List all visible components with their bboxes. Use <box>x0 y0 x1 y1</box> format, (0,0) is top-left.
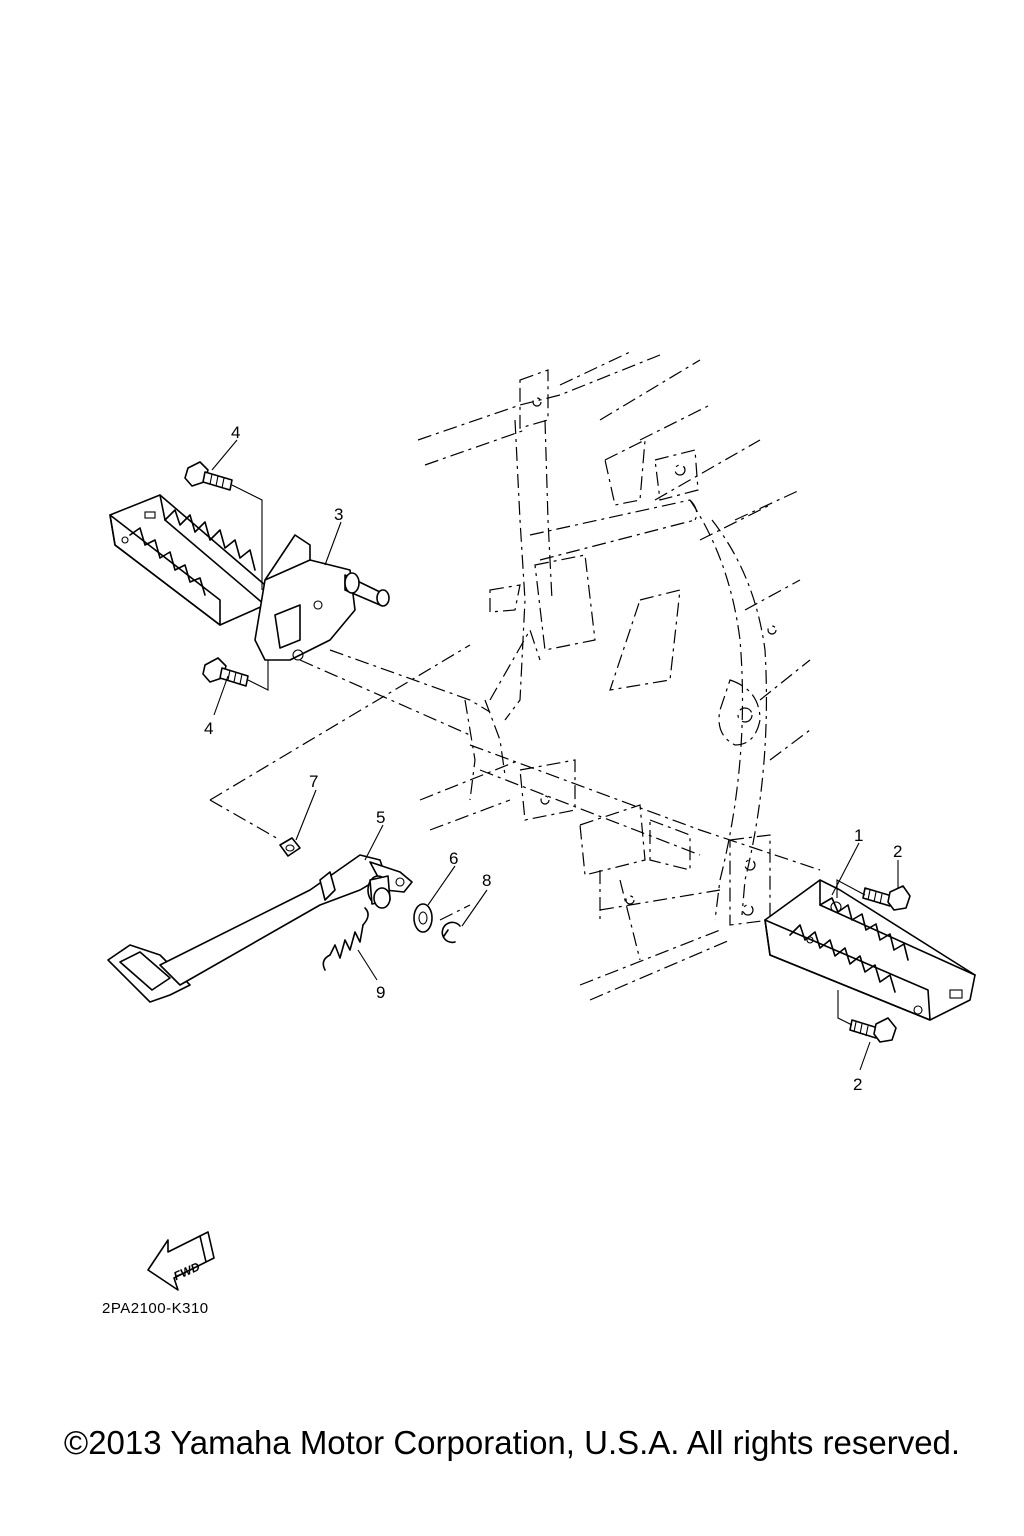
copyright-notice: ©2013 Yamaha Motor Corporation, U.S.A. A… <box>63 1424 961 1461</box>
fwd-arrow-icon: FWD <box>147 1231 215 1291</box>
callout-4-lower: 4 <box>204 719 213 738</box>
callout-2-lower: 2 <box>853 1075 862 1094</box>
circlip-drawing <box>441 921 461 944</box>
callout-3: 3 <box>334 505 343 524</box>
left-footrest <box>109 494 266 626</box>
bolt-upper-left-drawing <box>184 461 263 590</box>
frame-outline <box>417 351 821 1001</box>
right-footrest-drawing <box>764 879 976 1021</box>
bolt-upper-right-drawing <box>836 879 911 911</box>
callout-4-upper: 4 <box>231 423 240 442</box>
washer-drawing <box>413 903 433 933</box>
spring-drawing <box>322 907 369 971</box>
callout-7: 7 <box>309 772 318 791</box>
bolt-lower-right-drawing <box>837 990 897 1043</box>
collar-drawing <box>279 837 301 857</box>
callout-5: 5 <box>376 808 385 827</box>
bolt-lower-left-drawing <box>202 657 269 691</box>
callouts: 4 3 4 7 5 6 8 9 1 2 2 <box>204 423 902 1094</box>
callout-1: 1 <box>854 826 863 845</box>
callout-6: 6 <box>449 849 458 868</box>
callout-9: 9 <box>376 983 385 1002</box>
diagram-code: 2PA2100-K310 <box>102 1300 209 1317</box>
callout-8: 8 <box>482 871 491 890</box>
callout-2-upper: 2 <box>893 842 902 861</box>
alignment-lines <box>209 644 491 921</box>
left-footrest-bracket <box>254 534 390 661</box>
brake-pedal-drawing <box>107 854 413 1003</box>
